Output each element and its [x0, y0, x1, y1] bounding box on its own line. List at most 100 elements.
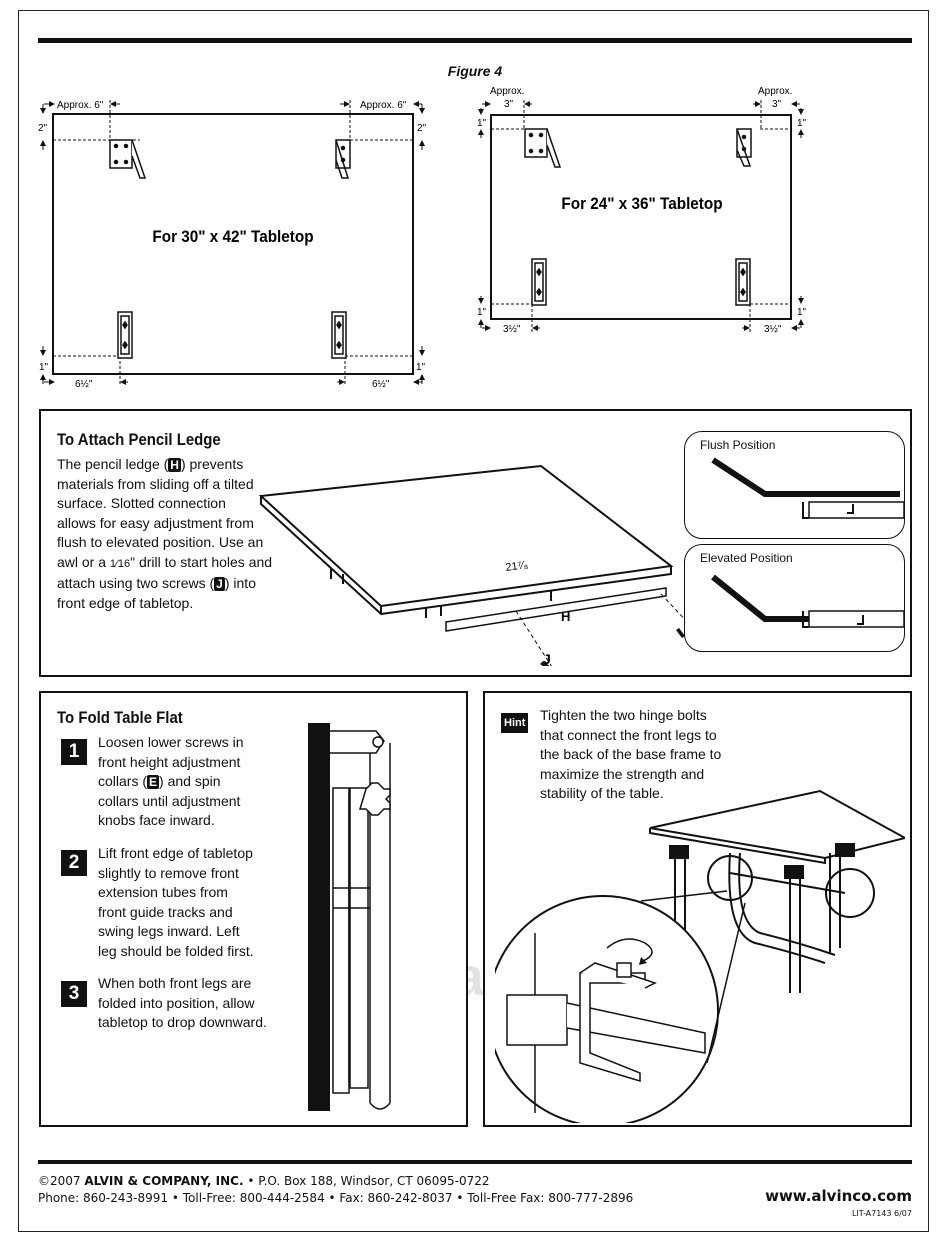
- guide-track-right-r: [735, 258, 751, 306]
- pencil-ledge-illustration: 21⁷⁄₈ H J: [258, 464, 691, 666]
- dim-top-right-2: 3": [772, 99, 782, 110]
- folded-table-illustration: [308, 723, 391, 1111]
- pl-line-1: The pencil ledge (: [57, 456, 169, 472]
- elevated-position-label: Elevated Position: [700, 551, 793, 565]
- hint-line-1: Tighten the two hinge bolts: [540, 707, 707, 723]
- bottom-rule: [38, 1160, 912, 1164]
- step-1-line-5: knobs face inward.: [98, 812, 215, 828]
- tabletop-diagram-30x42: Approx. 6" Approx. 6" 2" 2" 1" 1" 6½" 6½…: [38, 100, 427, 390]
- lit-code: LIT-A7143 6/07: [851, 1209, 912, 1218]
- elevated-position-inset: Elevated Position: [684, 544, 905, 652]
- step-2-line-3: extension tubes from: [98, 884, 228, 900]
- copyright-prefix: ©2007: [38, 1174, 85, 1188]
- dim-top-left-2: 3": [504, 99, 514, 110]
- hint-text: Tighten the two hinge bolts that connect…: [540, 706, 721, 804]
- dim-side-top-left: 2": [38, 123, 48, 134]
- hinge-bracket-right: [335, 139, 351, 179]
- dim-side-top-right: 2": [417, 123, 427, 134]
- hinge-bracket-left-r: [524, 128, 562, 168]
- footer-line-1: ©2007 ALVIN & COMPANY, INC. • P.O. Box 1…: [38, 1174, 490, 1188]
- figure-title: Figure 4: [447, 63, 503, 79]
- dim-bottom-right: 6½": [372, 379, 390, 390]
- step-1-text: Loosen lower screws in front height adju…: [98, 733, 244, 831]
- pl-fraction: 1⁄16: [109, 557, 131, 570]
- flush-position-label: Flush Position: [700, 438, 776, 452]
- step-2-line-6: leg should be folded first.: [98, 942, 254, 959]
- pl-line-3: surface. Slotted connection: [57, 495, 226, 511]
- dim-side-bottom-right-r: 1": [797, 307, 807, 318]
- step-2-number: 2: [61, 850, 87, 876]
- guide-track-left: [117, 311, 133, 359]
- footer-line-2: Phone: 860-243-8991 • Toll-Free: 800-444…: [38, 1191, 634, 1205]
- step-2-text: Lift front edge of tabletop slightly to …: [98, 844, 254, 961]
- dim-side-bottom-left: 1": [39, 362, 49, 373]
- pl-line-6-after: " drill to start holes and: [130, 553, 273, 570]
- dim-top-left: Approx. 6": [57, 100, 104, 111]
- hinge-bracket-left: [109, 139, 147, 179]
- key-j: J: [214, 577, 225, 591]
- step-1-line-3: collars (: [98, 773, 148, 789]
- step-3-number: 3: [61, 981, 87, 1007]
- pl-line-1-after: ) prevents: [180, 456, 244, 472]
- dim-bottom-left-r: 3½": [503, 324, 521, 335]
- dim-top-left-1: Approx.: [490, 86, 524, 97]
- guide-track-right: [331, 311, 347, 359]
- hinge-bolt-illustration: [495, 789, 905, 1123]
- key-h: H: [168, 458, 181, 472]
- step-3-line-2: folded into position, allow: [98, 994, 255, 1011]
- hint-panel: Hint Tighten the two hinge bolts that co…: [483, 691, 912, 1127]
- tabletop-caption-24x36: For 24" x 36" Tabletop: [561, 194, 722, 213]
- pencil-ledge-text: The pencil ledge (H) prevents materials …: [57, 455, 272, 613]
- address: • P.O. Box 188, Windsor, CT 06095-0722: [243, 1174, 490, 1188]
- hint-line-4: maximize the strength and: [540, 765, 705, 782]
- step-1-line-2: front height adjustment: [98, 753, 241, 770]
- dim-side-bottom-left-r: 1": [477, 307, 487, 318]
- tabletop-caption-30x42: For 30" x 42" Tabletop: [152, 227, 313, 246]
- pl-line-7: attach using two screws (: [57, 575, 215, 591]
- pencil-ledge-panel: To Attach Pencil Ledge The pencil ledge …: [39, 409, 912, 1007]
- dim-top-right-1: Approx.: [758, 86, 792, 97]
- pl-line-6: awl or a: [57, 553, 110, 570]
- step-2-line-1: Lift front edge of tabletop: [98, 845, 253, 861]
- hint-line-3: the back of the base frame to: [540, 746, 722, 762]
- step-1-number: 1: [61, 739, 87, 765]
- dim-side-top-right-r: 1": [797, 118, 807, 129]
- guide-track-left-r: [531, 258, 547, 306]
- website-url[interactable]: www.alvinco.com: [765, 1187, 912, 1205]
- step-2-line-2: slightly to remove front: [98, 864, 239, 881]
- flush-position-inset: Flush Position: [684, 431, 905, 539]
- pl-line-4: allows for easy adjustment from: [57, 514, 254, 531]
- step-1-line-4: collars until adjustment: [98, 792, 241, 809]
- key-e: E: [147, 775, 160, 789]
- step-2-line-5: swing legs inward. Left: [98, 923, 240, 939]
- pl-line-8: front edge of tabletop.: [57, 594, 194, 611]
- hinge-bracket-right-r: [736, 128, 752, 167]
- top-rule: [38, 38, 912, 43]
- pl-line-2: materials from sliding off a tilted: [57, 475, 254, 492]
- hint-badge: Hint: [501, 713, 529, 733]
- fold-table-panel: To Fold Table Flat 1 Loosen lower screws…: [39, 691, 468, 1127]
- tabletop-diagram-24x36: Approx. 3" Approx. 3" 1" 1" 1" 1" 3½" 3½…: [477, 86, 807, 335]
- label-j: J: [543, 651, 551, 666]
- hint-line-5: stability of the table.: [540, 785, 664, 801]
- ledge-dim-label: 21⁷⁄₈: [505, 559, 529, 574]
- dim-bottom-right-r: 3½": [764, 324, 782, 335]
- hint-line-2: that connect the front legs to: [540, 726, 717, 743]
- step-3-text: When both front legs are folded into pos…: [98, 974, 267, 1033]
- step-3-line-1: When both front legs are: [98, 975, 252, 991]
- step-1-line-1: Loosen lower screws in: [98, 734, 244, 750]
- label-h: H: [561, 609, 570, 624]
- dim-bottom-left: 6½": [75, 379, 93, 390]
- page-border: [18, 10, 929, 1232]
- step-2-line-4: front guide tracks and: [98, 903, 233, 920]
- tabletop-outline: [52, 113, 414, 375]
- dim-top-right: Approx. 6": [360, 100, 407, 111]
- dim-side-top-left-r: 1": [477, 118, 487, 129]
- step-1-line-3-after: ) and spin: [159, 773, 221, 789]
- step-3-line-3: tabletop to drop downward.: [98, 1014, 267, 1030]
- fold-title: To Fold Table Flat: [57, 708, 183, 727]
- pencil-ledge-title: To Attach Pencil Ledge: [57, 430, 221, 449]
- dim-side-bottom-right: 1": [416, 362, 426, 373]
- pl-line-5: flush to elevated position. Use an: [57, 534, 264, 550]
- company-name: ALVIN & COMPANY, INC.: [84, 1174, 244, 1188]
